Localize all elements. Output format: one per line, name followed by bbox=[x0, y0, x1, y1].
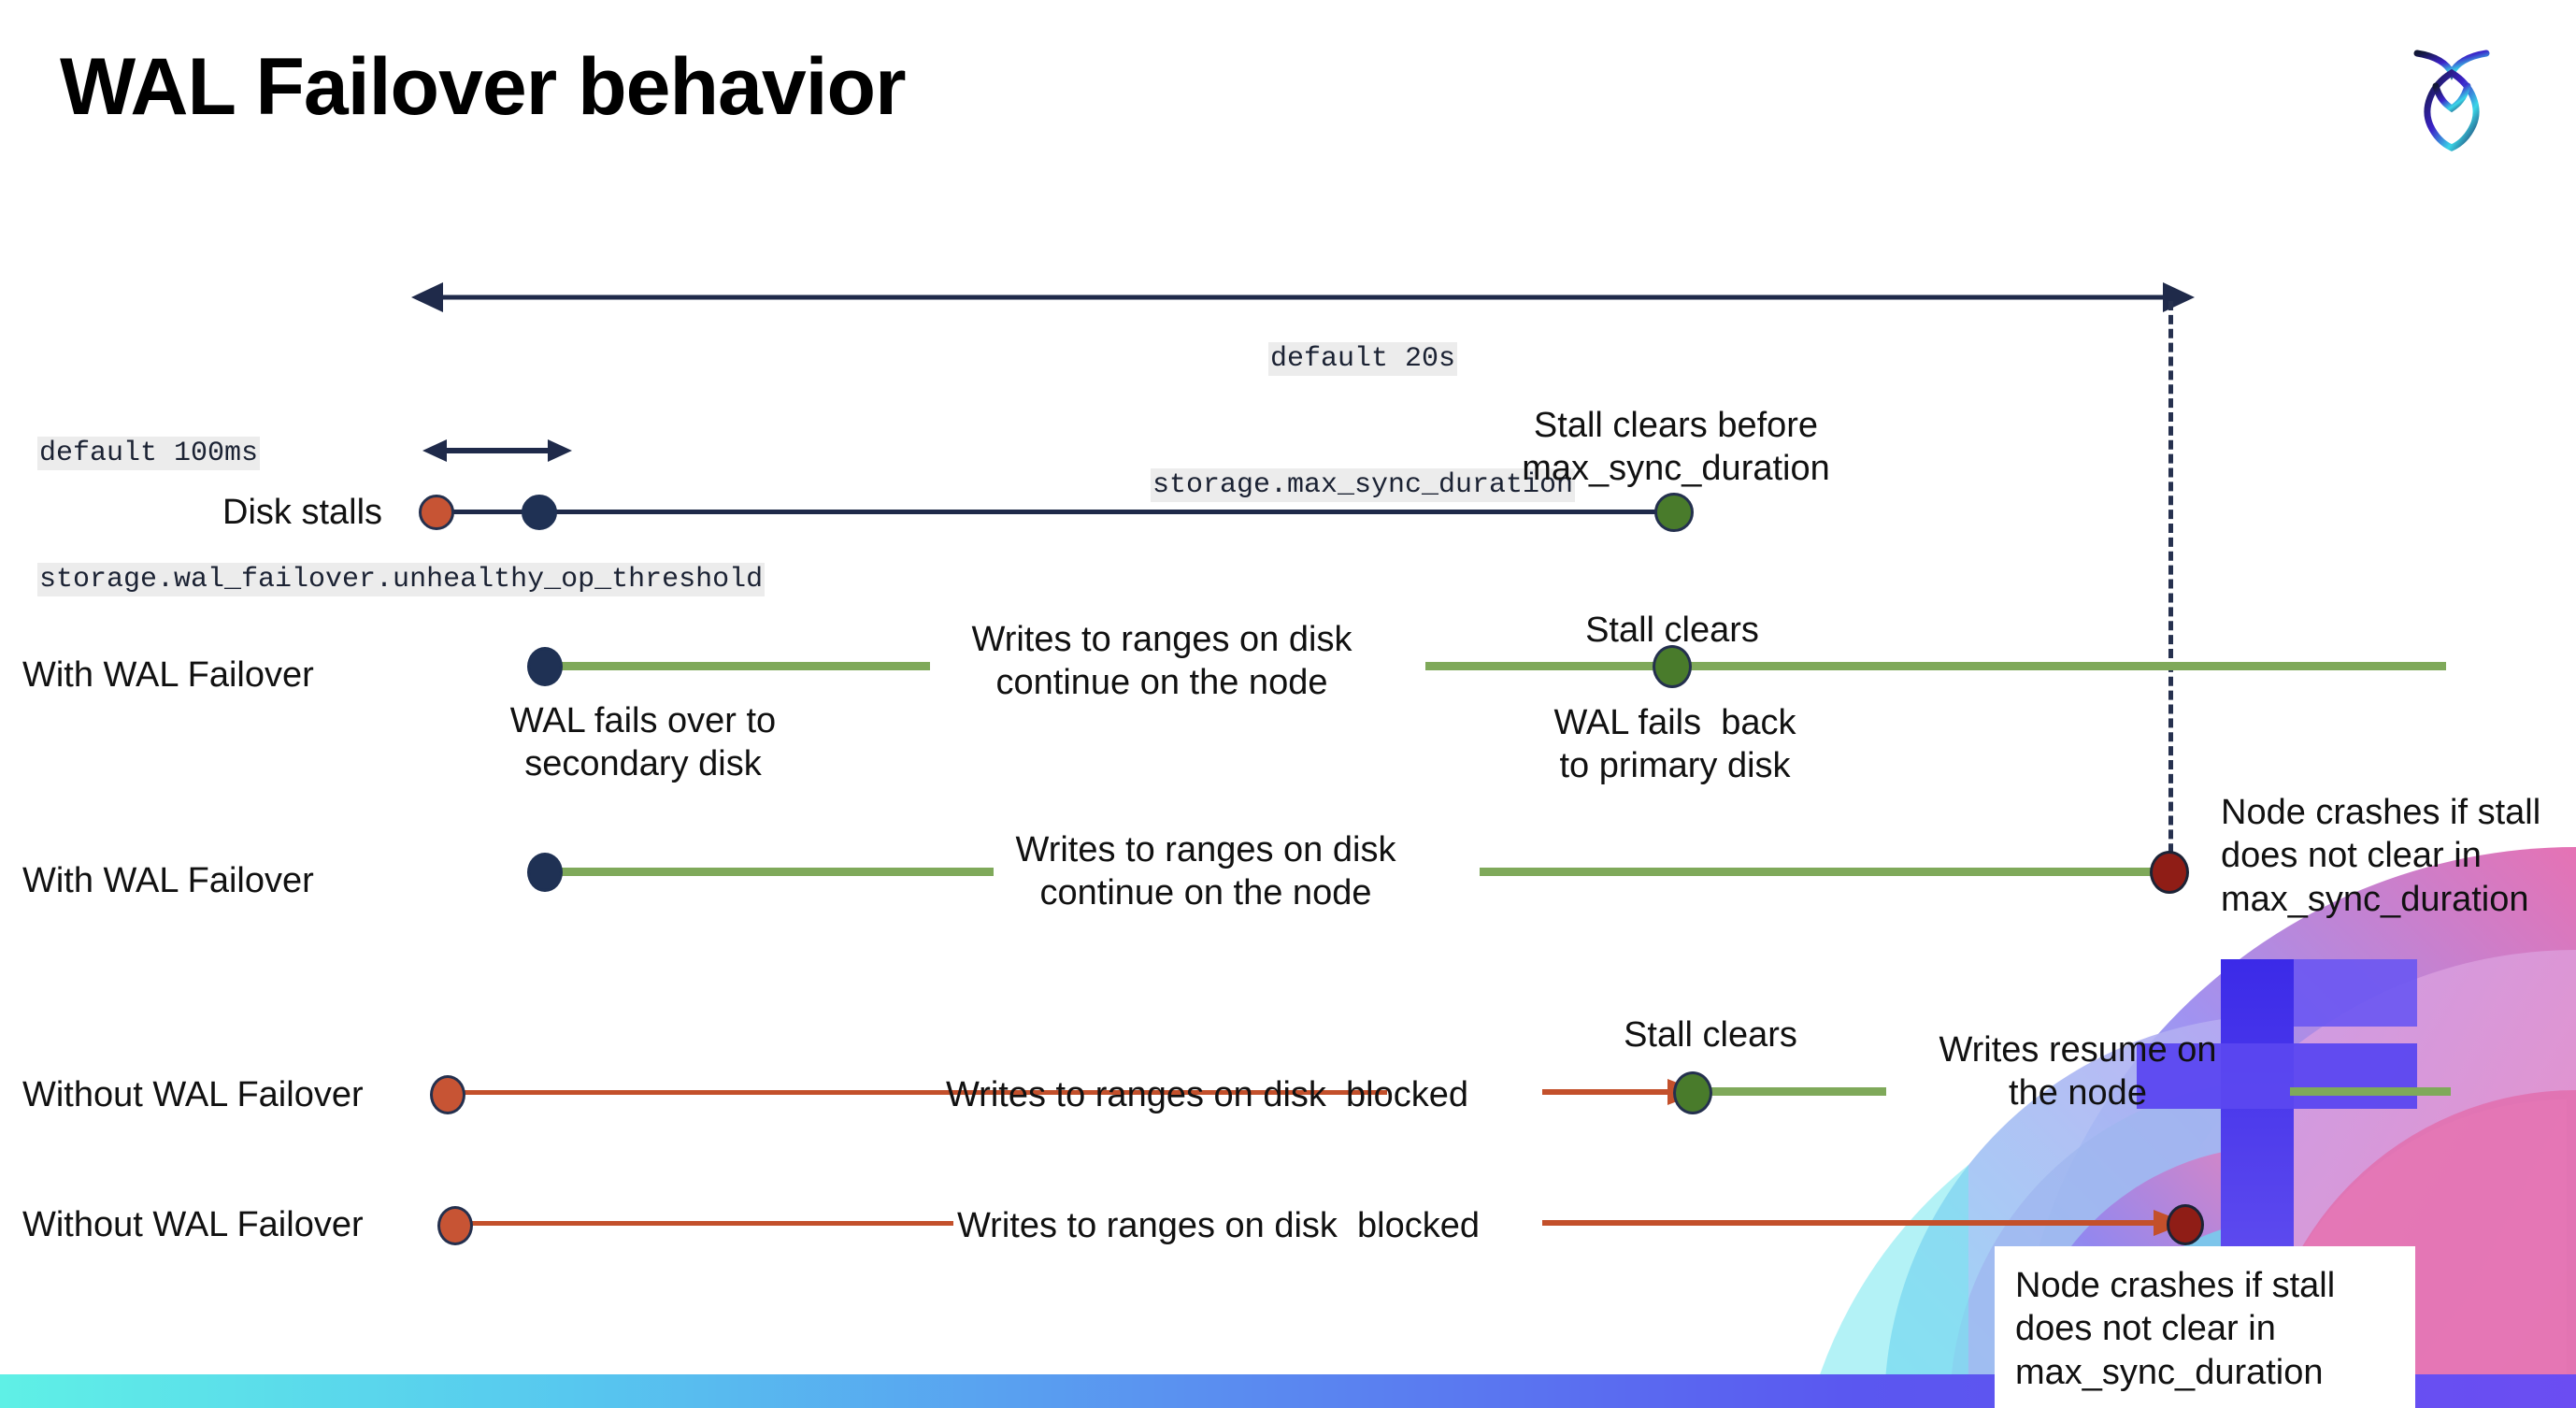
annotation-writes-blocked-2: Writes to ranges on disk blocked bbox=[957, 1206, 1481, 1245]
annotation-writes-continue-2: Writes to ranges on disk continue on the… bbox=[1015, 830, 1396, 913]
row-label-disk-stalls: Disk stalls bbox=[222, 493, 383, 532]
with-wal-failover-2-start-dot bbox=[527, 853, 563, 892]
callout-unhealthy-setting: storage.wal_failover.unhealthy_op_thresh… bbox=[37, 563, 766, 596]
with-wal-failover-2-timeline-right bbox=[1480, 868, 2176, 876]
with-wal-failover-2-timeline-left bbox=[542, 868, 994, 876]
annotation-wal-fails-over: WAL fails over to secondary disk bbox=[509, 701, 777, 784]
without-wal-failover-1-clear-dot bbox=[1673, 1071, 1712, 1114]
without-wal-failover-1-resume-line bbox=[1707, 1087, 1886, 1096]
with-wal-failover-1-clear-dot bbox=[1653, 645, 1692, 688]
row-label-with-wal-failover-2: With WAL Failover bbox=[22, 861, 314, 900]
annotation-stall-clears-1: Stall clears bbox=[1585, 611, 1759, 650]
row-label-without-wal-failover-2: Without WAL Failover bbox=[22, 1205, 364, 1244]
annotation-node-crashes-1: Node crashes if stall does not clear in … bbox=[2221, 793, 2541, 919]
annotation-stall-clears-2: Stall clears bbox=[1624, 1015, 1797, 1055]
without-wal-failover-2-crash-dot bbox=[2167, 1204, 2204, 1245]
callout-max-sync-duration: default 20s storage.max_sync_duration bbox=[1143, 254, 1582, 591]
disk-stalls-start-dot bbox=[419, 495, 454, 530]
without-wal-failover-2-start-dot bbox=[437, 1206, 473, 1245]
annotation-writes-blocked-1: Writes to ranges on disk blocked bbox=[946, 1075, 1469, 1114]
disk-stalls-clear-dot bbox=[1654, 493, 1694, 532]
without-wal-failover-1-resume-line-far bbox=[2290, 1087, 2451, 1096]
row-label-without-wal-failover-1: Without WAL Failover bbox=[22, 1075, 364, 1114]
without-wal-failover-1-start-dot bbox=[430, 1075, 465, 1114]
with-wal-failover-2-crash-dot bbox=[2150, 851, 2189, 894]
callout-unhealthy-default: default 100ms bbox=[37, 437, 261, 470]
disk-stalls-timeline bbox=[437, 510, 1673, 514]
node-crashes-note-backdrop bbox=[1995, 1246, 2415, 1408]
without-wal-failover-1-blocked-line bbox=[452, 1090, 1387, 1095]
with-wal-failover-1-start-dot bbox=[527, 647, 563, 686]
callout-unhealthy-op-threshold: default 100ms storage.wal_failover.unhea… bbox=[37, 349, 766, 685]
cockroachdb-logo-icon bbox=[2382, 28, 2522, 159]
annotation-node-crashes-2: Node crashes if stall does not clear in … bbox=[2015, 1266, 2336, 1392]
max-sync-duration-dashed-guide bbox=[2168, 301, 2173, 881]
row-label-with-wal-failover-1: With WAL Failover bbox=[22, 655, 314, 695]
annotation-stall-clears-before: Stall clears before max_sync_duration bbox=[1522, 406, 1830, 489]
disk-stalls-failover-dot bbox=[522, 495, 557, 530]
without-wal-failover-2-blocked-line-left bbox=[467, 1221, 953, 1226]
callout-max-sync-setting: storage.max_sync_duration bbox=[1150, 468, 1576, 502]
with-wal-failover-1-timeline-left bbox=[542, 662, 930, 670]
page-title: WAL Failover behavior bbox=[60, 42, 907, 132]
annotation-writes-resume: Writes resume on the node bbox=[1939, 1030, 2217, 1113]
with-wal-failover-1-timeline-right bbox=[1425, 662, 2446, 670]
callout-max-sync-default: default 20s bbox=[1267, 342, 1458, 376]
annotation-writes-continue-1: Writes to ranges on disk continue on the… bbox=[971, 620, 1352, 703]
annotation-wal-fails-back: WAL fails back to primary disk bbox=[1553, 703, 1796, 786]
